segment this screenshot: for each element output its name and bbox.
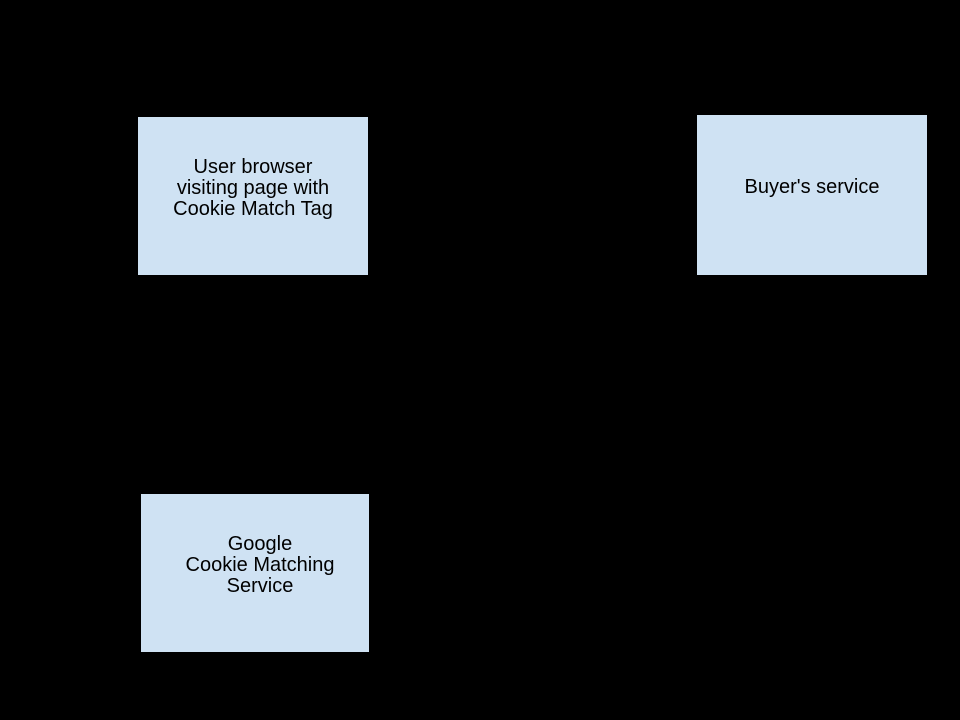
node-google-cookie-matching-service: Google Cookie Matching Service — [140, 493, 370, 653]
label-line: Cookie Match Tag — [173, 197, 333, 220]
label-line: Cookie Matching — [185, 553, 335, 576]
node-user-browser: User browser visiting page with Cookie M… — [137, 116, 369, 276]
label-line: Buyer's service — [744, 175, 880, 198]
label-line: Google — [227, 532, 293, 555]
label-line: visiting page with — [176, 176, 330, 199]
label-line: User browser — [193, 155, 313, 178]
node-buyers-service: Buyer's service — [696, 114, 928, 276]
node-buyers-service-label: Buyer's service — [744, 175, 880, 198]
node-google-cookie-matching-service-label: Google Cookie Matching Service — [185, 532, 335, 597]
node-user-browser-label: User browser visiting page with Cookie M… — [173, 155, 333, 220]
label-line: Service — [226, 574, 294, 597]
